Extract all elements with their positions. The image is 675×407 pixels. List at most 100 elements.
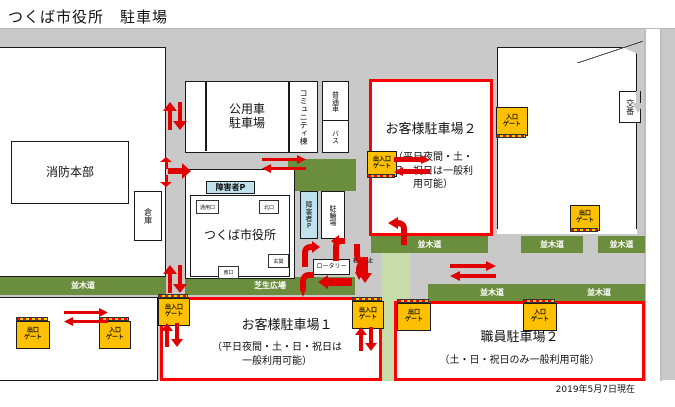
zone-customer-parking-2-title: お客様駐車場２ (385, 121, 477, 137)
gate-line2: ゲート (530, 316, 549, 323)
zone-customer-parking-1[interactable] (160, 297, 382, 381)
official-vehicle-parking-label-line1: 公用車 (228, 102, 265, 117)
arrow-double-horizontal-west (64, 308, 108, 326)
zone-staff-parking-2[interactable] (394, 301, 645, 381)
arrow-customer1-down (358, 257, 372, 283)
open-block-northeast (497, 47, 637, 230)
barrier-entrance-customer1-west (99, 317, 129, 321)
warehouse-building (134, 191, 162, 241)
zone-customer-parking-2-note: （平日夜間・土・ 日・祝日は一般利 用可能） (380, 151, 486, 192)
note-line-1: （平日夜間・土・ (393, 152, 473, 163)
barrier-exit-staff2 (397, 299, 429, 303)
zone-staff-parking-2-note: （土・日・祝日のみ一般利用可能） (439, 355, 600, 367)
arrow-inout-customer2 (394, 155, 430, 177)
note-line-1: （平日夜間・土・日・祝日は (212, 342, 342, 353)
rotary-box (313, 259, 350, 275)
arrow-rotary-up-left (300, 241, 320, 267)
gate-line1: 入口 (533, 309, 546, 317)
map-canvas: 消防本部 倉庫 並木道 並木道 並木道 並木道 並木道 並木道 芝生広場 公用車… (0, 28, 675, 381)
gate-line2: ゲート (23, 334, 42, 341)
gate-exit-staff2[interactable]: 出口 ゲート (397, 303, 431, 331)
gate-exit-customer1-west[interactable]: 出口 ゲート (16, 321, 50, 349)
arrow-rotary-left (318, 275, 352, 289)
bicycle-parking-label: 駐輪場 (329, 204, 338, 226)
note-line-2: 日・祝日は一般利 (393, 165, 473, 177)
entrance-south: 南口 (218, 266, 239, 279)
zone-staff-parking-2-title: 職員駐車場２ (480, 329, 559, 345)
regular-car-parking-label: 普通車 (331, 90, 340, 112)
namiki-east-upper-label: 並木道 (609, 239, 634, 249)
arrow-updown-customer1-gate (161, 323, 185, 347)
gate-line1: 出口 (26, 327, 39, 335)
namiki-staff2-north-right (553, 284, 645, 301)
barrier-exit-upper-right (570, 228, 598, 232)
gate-line2: ゲート (372, 163, 391, 170)
namiki-customer2-south-label: 並木道 (417, 239, 442, 249)
gate-line2: ゲート (575, 217, 594, 224)
road-east-vertical (646, 29, 660, 381)
barrier-exit-customer1-west (16, 317, 48, 321)
city-hall-label: つくば市役所 (203, 228, 276, 243)
official-vehicle-parking-label: 公用車 駐車場 (205, 81, 289, 153)
barrier-inout-customer2 (367, 174, 395, 178)
note-line-2: 一般利用可能） (242, 355, 312, 367)
namiki-east-upper (598, 236, 645, 253)
gate-entrance-staff2[interactable]: 入口 ゲート (523, 303, 557, 331)
note-line-3: 用可能） (413, 179, 453, 190)
namiki-center-upper-label: 並木道 (540, 239, 564, 249)
gate-line1: 出入口 (164, 304, 183, 312)
arrow-double-horizontal-upper (262, 155, 306, 173)
zone-customer-parking-1-note: （平日夜間・土・日・祝日は 一般利用可能） (175, 341, 379, 368)
gate-line2: ゲート (502, 120, 521, 128)
page-title: つくば市役所 駐車場 (8, 8, 169, 26)
arrow-cross-midleft (160, 157, 192, 187)
gate-line1: 出入口 (372, 156, 391, 164)
community-building-label: コミュニティ棟 (299, 89, 309, 145)
gate-line1: 出口 (578, 210, 591, 218)
namiki-west-label: 並木道 (71, 281, 95, 291)
barrier-inout-customer1-east (158, 294, 188, 298)
warehouse-label: 倉庫 (143, 208, 153, 224)
barrier-entrance-customer2 (496, 134, 526, 138)
disabled-parking-badge-label: 障害者P (215, 182, 246, 192)
police-box-label: 交番 (625, 99, 635, 115)
fire-department-building (11, 141, 129, 204)
bus-parking (322, 120, 349, 153)
entrance-main: 玄関 (268, 254, 289, 268)
arrow-right-edge-in (631, 91, 645, 113)
gate-entrance-customer2[interactable]: 入口 ゲート (496, 107, 528, 136)
arrow-updown-upper-left (162, 102, 188, 130)
official-vehicle-parking-block (185, 81, 289, 153)
fire-department-label: 消防本部 (45, 164, 94, 179)
namiki-staff2-north-left-label: 並木道 (480, 287, 504, 297)
road-east-divider-right (660, 29, 662, 381)
arrow-double-horizontal-east (450, 261, 496, 281)
arrow-rotary-up-center (331, 235, 351, 261)
gate-line1: 入口 (108, 327, 121, 335)
gate-inout-customer1-east[interactable]: 出入口 ゲート (158, 298, 190, 326)
namiki-staff2-north-left (428, 284, 556, 301)
gate-entrance-customer1-west[interactable]: 入口 ゲート (99, 321, 131, 349)
open-block-corner-edge (577, 41, 643, 63)
regular-car-parking (322, 81, 349, 121)
road-east-divider-left (644, 29, 646, 381)
namiki-customer2-south (371, 236, 488, 253)
disabled-parking-east-label: 障害者P (305, 200, 314, 230)
gate-inout-staff2-west[interactable]: 出入口 ゲート (352, 301, 384, 329)
namiki-center-upper (521, 236, 583, 253)
lawn-plaza (185, 277, 355, 295)
bus-parking-label: バス (331, 129, 340, 144)
gate-line1: 出口 (407, 309, 420, 317)
entrance-north: 北口 (259, 200, 279, 214)
community-building (289, 81, 318, 153)
disabled-parking-badge (206, 181, 255, 194)
disabled-parking-east (300, 191, 318, 239)
namiki-west (0, 277, 166, 295)
gate-line2: ゲート (164, 311, 183, 318)
zone-customer-parking-1-title: お客様駐車場１ (241, 317, 333, 333)
official-vehicle-parking-label-line2: 駐車場 (228, 116, 265, 130)
gate-line2: ゲート (358, 314, 377, 321)
barrier-inout-staff2-west (352, 297, 382, 301)
gate-line1: 入口 (505, 113, 518, 121)
